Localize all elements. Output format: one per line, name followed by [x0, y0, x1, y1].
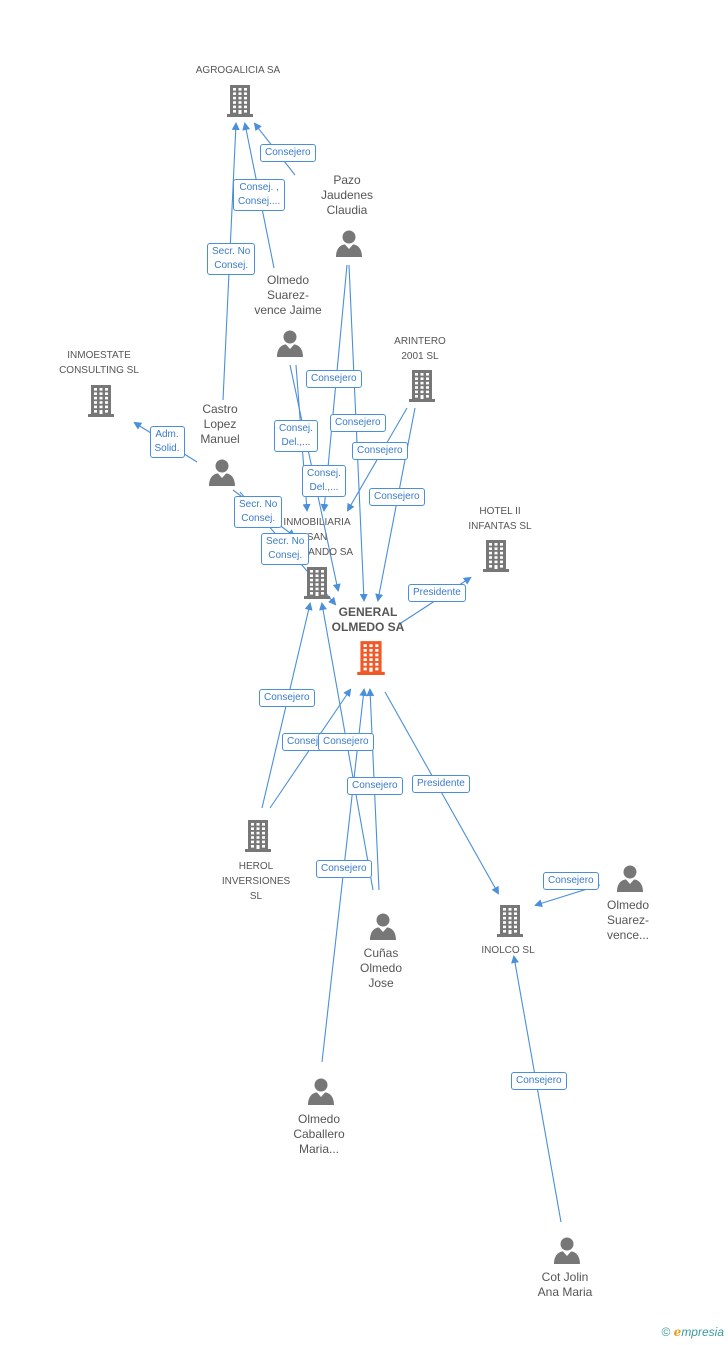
person-icon[interactable]	[276, 329, 304, 362]
edge-label[interactable]: Consejero	[316, 860, 372, 878]
company-building-icon[interactable]	[302, 565, 332, 604]
empresia-watermark: © empresia	[661, 1325, 724, 1339]
person-icon[interactable]	[369, 912, 397, 945]
company-building-icon[interactable]	[481, 538, 511, 577]
edge-label[interactable]: Consejero	[306, 370, 362, 388]
company-building-icon[interactable]	[243, 818, 273, 857]
person-icon[interactable]	[616, 864, 644, 897]
person-icon[interactable]	[553, 1236, 581, 1269]
edge-label[interactable]: Consej.Del.,...	[274, 420, 318, 452]
edge-label[interactable]: Consejero	[511, 1072, 567, 1090]
edge-label[interactable]: Consejero	[369, 488, 425, 506]
company-building-icon[interactable]	[225, 83, 255, 122]
person-icon[interactable]	[307, 1077, 335, 1110]
brand-initial: e	[673, 1325, 682, 1339]
brand-name: mpresia	[681, 1325, 724, 1339]
company-building-icon[interactable]	[86, 383, 116, 422]
company-building-icon[interactable]	[407, 368, 437, 407]
edge-label[interactable]: Consejero	[259, 689, 315, 707]
person-icon[interactable]	[335, 229, 363, 262]
edge-label[interactable]: Consejero	[260, 144, 316, 162]
person-icon[interactable]	[208, 458, 236, 491]
edge-label[interactable]: Consejero	[318, 733, 374, 751]
edge-label[interactable]: Presidente	[408, 584, 466, 602]
edge-label[interactable]: Presidente	[412, 775, 470, 793]
edge-label[interactable]: Consej. ,Consej....	[233, 179, 286, 211]
copyright-symbol: ©	[661, 1325, 671, 1339]
main-company-building-icon[interactable]	[355, 639, 387, 680]
edge-label[interactable]: Consejero	[352, 442, 408, 460]
company-building-icon[interactable]	[495, 903, 525, 942]
edge-label[interactable]: Consejero	[543, 872, 599, 890]
agrogalicia-label[interactable]: AGROGALICIA SA	[195, 65, 281, 76]
edge-label[interactable]: Consejero	[330, 414, 386, 432]
edge-label[interactable]: Consej.Del.,...	[302, 465, 346, 497]
edge-line	[348, 264, 368, 602]
edge-label[interactable]: Adm.Solid.	[149, 426, 185, 458]
inolco-label[interactable]: INOLCO SL	[481, 945, 535, 956]
edge-label[interactable]: Consejero	[347, 777, 403, 795]
